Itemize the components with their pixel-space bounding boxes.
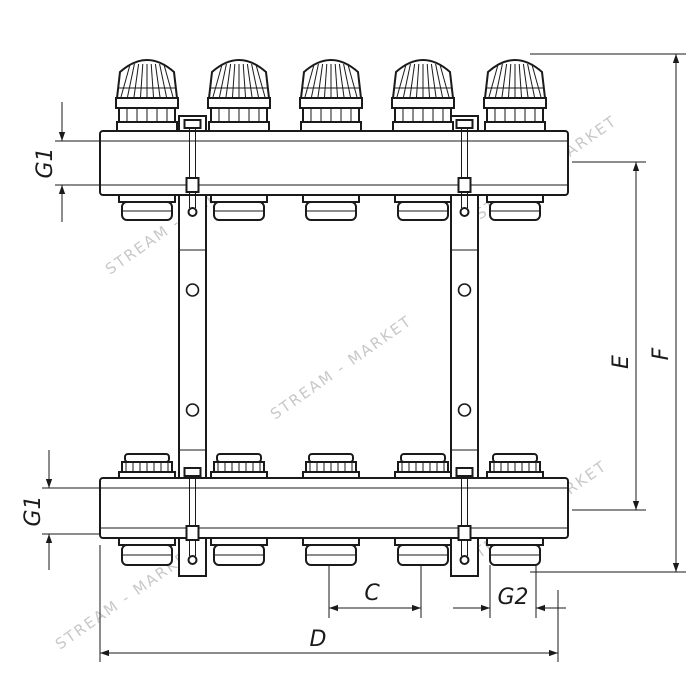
label-g1-bottom: G1 — [21, 495, 46, 526]
dimension-f: F — [530, 53, 686, 573]
dimension-g1-bottom: G1 — [21, 450, 100, 570]
valve-cap — [483, 59, 547, 132]
bracket-hole — [457, 283, 472, 297]
dimension-d: D — [99, 545, 559, 662]
dimension-g2: G2 — [453, 565, 566, 618]
watermark-text: STREAM - MARKET — [267, 312, 416, 424]
dimension-g1-top: G1 — [33, 102, 100, 222]
outlet-fitting — [394, 453, 452, 479]
dimension-c: C — [328, 565, 422, 618]
top-outlet-connectors — [118, 194, 544, 221]
bolt — [455, 467, 474, 565]
valve-cap — [391, 59, 455, 132]
outlet-nut — [394, 194, 452, 221]
outlet-nut — [486, 194, 544, 221]
bracket-bolts — [183, 119, 474, 565]
outlet-nut — [118, 537, 176, 566]
outlet-fitting — [486, 453, 544, 479]
label-c: C — [364, 581, 380, 606]
label-g1-top: G1 — [33, 147, 58, 178]
outlet-nut — [210, 194, 268, 221]
outlet-fitting — [118, 453, 176, 479]
label-e: E — [609, 355, 634, 369]
outlet-fitting — [302, 453, 360, 479]
bolt — [183, 119, 202, 217]
outlet-nut — [210, 537, 268, 566]
outlet-fitting — [210, 453, 268, 479]
outlet-nut — [394, 537, 452, 566]
outlet-nut — [302, 537, 360, 566]
outlet-nut — [302, 194, 360, 221]
bottom-outlet-fittings — [118, 453, 544, 479]
bolt — [455, 119, 474, 217]
outlet-nut — [118, 194, 176, 221]
bolt — [183, 467, 202, 565]
top-valve-caps — [115, 59, 547, 132]
label-g2: G2 — [497, 585, 528, 610]
bracket-hole — [185, 403, 200, 417]
label-d: D — [310, 627, 327, 652]
bracket-hole — [185, 283, 200, 297]
valve-cap — [299, 59, 363, 132]
dimension-e: E — [572, 161, 646, 511]
outlet-nut — [486, 537, 544, 566]
label-f: F — [649, 347, 674, 360]
bracket-hole — [457, 403, 472, 417]
valve-cap — [207, 59, 271, 132]
bottom-manifold-body — [99, 477, 569, 539]
valve-cap — [115, 59, 179, 132]
bottom-outlet-connectors — [118, 537, 544, 566]
